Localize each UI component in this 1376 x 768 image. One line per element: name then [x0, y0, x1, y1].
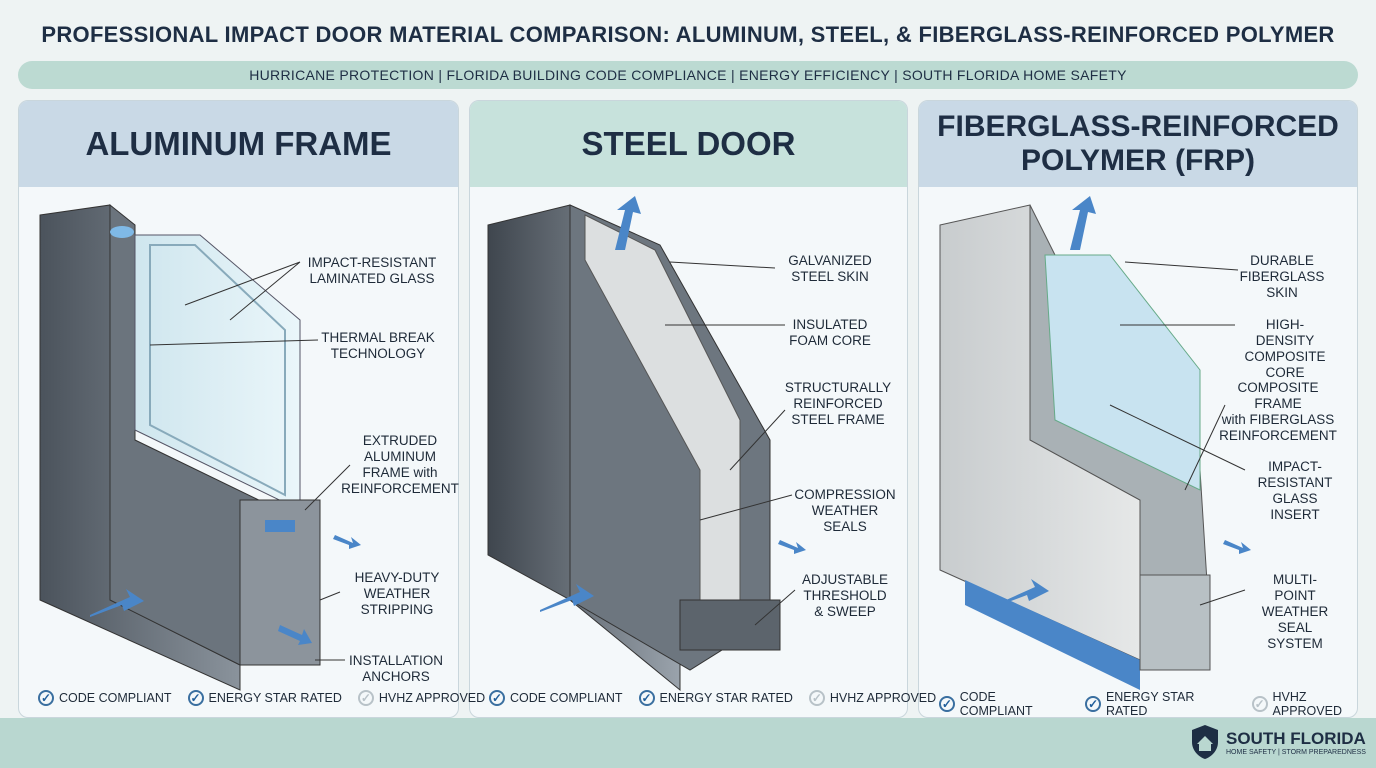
badge-hvhz: ✓ HVHZ APPROVED — [357, 690, 486, 706]
leader-lines — [149, 261, 1246, 661]
check-icon: ✓ — [1085, 696, 1101, 712]
check-icon: ✓ — [38, 690, 54, 706]
badge-label: CODE COMPLIANT — [59, 691, 172, 705]
logo-tagline: HOME SAFETY | STORM PREPAREDNESS — [1226, 748, 1366, 756]
badge-row: ✓ CODE COMPLIANT ✓ ENERGY STAR RATED ✓ HVHZ… — [38, 690, 485, 706]
badge-label: CODE COMPLIANT — [510, 691, 623, 705]
frp-door-drawing — [939, 204, 1211, 690]
badge-energy-star: ✓ ENERGY STAR RATED — [638, 690, 793, 706]
badge-hvhz: ✓HVHZ APPROVED — [1251, 690, 1376, 718]
callout-label: STRUCTURALLY REINFORCED STEEL FRAME — [784, 380, 892, 427]
badge-hvhz: ✓ HVHZ APPROVED — [808, 690, 937, 706]
panel-title: STEEL DOOR — [470, 101, 907, 187]
check-icon: ✓ — [1251, 696, 1268, 712]
panel-title: FIBERGLASS-REINFORCED POLYMER (FRP) — [919, 101, 1357, 187]
badge-energy-star: ✓ ENERGY STAR RATED — [187, 690, 342, 706]
callout-label: INSTALLATION ANCHORS — [348, 653, 444, 684]
callout-label: THERMAL BREAK TECHNOLOGY — [321, 330, 435, 361]
badge-code-compliant: ✓ CODE COMPLIANT — [38, 690, 172, 706]
badge-label: ENERGY STAR RATED — [208, 691, 342, 705]
house-shield-icon — [1192, 725, 1218, 759]
callout-label: INSULATED FOAM CORE — [789, 317, 871, 348]
subtitle-banner: HURRICANE PROTECTION | FLORIDA BUILDING … — [18, 61, 1358, 89]
steel-door-drawing — [487, 204, 781, 692]
badge-row: ✓CODE COMPLIANT ✓ENERGY STAR RATED ✓HVHZ… — [939, 690, 1376, 718]
check-icon: ✓ — [489, 690, 505, 706]
badge-label: CODE COMPLIANT — [959, 690, 1033, 718]
callout-label: MULTI-POINT WEATHER SEAL SYSTEM — [1261, 572, 1329, 651]
callout-label: COMPOSITE FRAME with FIBERGLASS REINFORC… — [1219, 380, 1337, 443]
check-icon: ✓ — [357, 690, 374, 706]
badge-label: HVHZ APPROVED — [1272, 690, 1342, 718]
callout-label: IMPACT- RESISTANT GLASS INSERT — [1257, 459, 1333, 522]
badge-energy-star: ✓ENERGY STAR RATED — [1085, 690, 1236, 718]
callout-label: EXTRUDED ALUMINUM FRAME with REINFORCEME… — [341, 433, 459, 496]
badge-label: HVHZ APPROVED — [378, 691, 486, 705]
callout-label: DURABLE FIBERGLASS SKIN — [1239, 253, 1325, 300]
airflow-arrows — [90, 196, 1251, 645]
badge-label: ENERGY STAR RATED — [1105, 690, 1195, 718]
callout-label: IMPACT-RESISTANT LAMINATED GLASS — [307, 255, 437, 286]
badge-label: ENERGY STAR RATED — [659, 691, 793, 705]
footer-band — [0, 718, 1376, 768]
check-icon: ✓ — [638, 690, 655, 706]
callout-label: HEAVY-DUTY WEATHER STRIPPING — [354, 570, 440, 617]
badge-label: HVHZ APPROVED — [829, 691, 937, 705]
logo-name: SOUTH FLORIDA — [1226, 728, 1366, 748]
badge-code-compliant: ✓CODE COMPLIANT — [939, 690, 1069, 718]
check-icon: ✓ — [187, 690, 204, 706]
badge-code-compliant: ✓ CODE COMPLIANT — [489, 690, 623, 706]
check-icon: ✓ — [939, 696, 955, 712]
aluminum-frame-drawing — [39, 203, 321, 691]
callout-label: GALVANIZED STEEL SKIN — [788, 253, 872, 284]
badge-row: ✓ CODE COMPLIANT ✓ ENERGY STAR RATED ✓ HVHZ… — [489, 690, 936, 706]
page-title: PROFESSIONAL IMPACT DOOR MATERIAL COMPAR… — [41, 22, 1335, 47]
panel-title: ALUMINUM FRAME — [19, 101, 458, 187]
callout-label: ADJUSTABLE THRESHOLD & SWEEP — [801, 572, 889, 619]
callout-label: COMPRESSION WEATHER SEALS — [794, 487, 896, 534]
callout-label: HIGH-DENSITY COMPOSITE CORE — [1244, 317, 1326, 380]
check-icon: ✓ — [808, 690, 825, 706]
